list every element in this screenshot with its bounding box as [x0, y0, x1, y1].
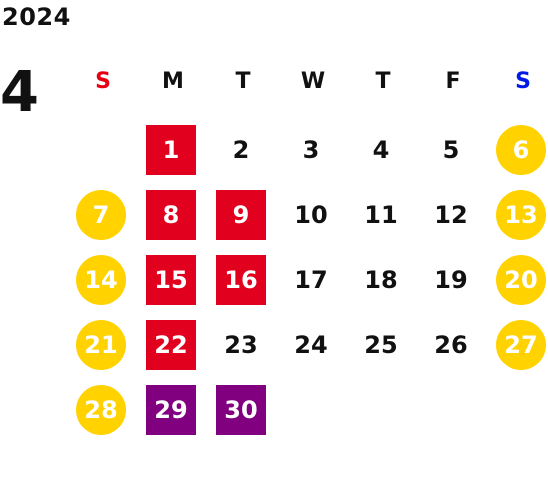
calendar-day-5[interactable]: 5	[442, 136, 460, 164]
weekday-header-friday: F	[445, 69, 461, 94]
calendar-day-25[interactable]: 25	[364, 331, 398, 359]
weekday-header-wednesday: W	[300, 69, 326, 94]
calendar-day-16[interactable]: 16	[216, 255, 266, 305]
calendar-day-4[interactable]: 4	[372, 136, 390, 164]
calendar-day-12[interactable]: 12	[434, 201, 468, 229]
calendar-day-17[interactable]: 17	[294, 266, 328, 294]
calendar-day-9[interactable]: 9	[216, 190, 266, 240]
weekday-header-thursday: T	[375, 69, 391, 94]
weekday-header-saturday: S	[515, 69, 531, 94]
calendar-day-21[interactable]: 21	[76, 320, 126, 370]
calendar-day-29[interactable]: 29	[146, 385, 196, 435]
calendar-day-1[interactable]: 1	[146, 125, 196, 175]
calendar-day-26[interactable]: 26	[434, 331, 468, 359]
weekday-header-monday: M	[162, 69, 184, 94]
calendar-day-11[interactable]: 11	[364, 201, 398, 229]
calendar-day-18[interactable]: 18	[364, 266, 398, 294]
calendar-day-8[interactable]: 8	[146, 190, 196, 240]
calendar-day-22[interactable]: 22	[146, 320, 196, 370]
calendar-day-3[interactable]: 3	[302, 136, 320, 164]
calendar-day-10[interactable]: 10	[294, 201, 328, 229]
calendar-day-20[interactable]: 20	[496, 255, 546, 305]
calendar-day-15[interactable]: 15	[146, 255, 196, 305]
calendar-day-19[interactable]: 19	[434, 266, 468, 294]
weekday-header-tuesday: T	[235, 69, 251, 94]
calendar-day-2[interactable]: 2	[232, 136, 250, 164]
weekday-header-sunday: S	[95, 69, 111, 94]
calendar-day-6[interactable]: 6	[496, 125, 546, 175]
calendar-day-13[interactable]: 13	[496, 190, 546, 240]
calendar-day-23[interactable]: 23	[224, 331, 258, 359]
calendar-day-7[interactable]: 7	[76, 190, 126, 240]
calendar-year: 2024	[2, 3, 71, 31]
calendar-day-28[interactable]: 28	[76, 385, 126, 435]
calendar-day-14[interactable]: 14	[76, 255, 126, 305]
calendar-day-30[interactable]: 30	[216, 385, 266, 435]
calendar-day-27[interactable]: 27	[496, 320, 546, 370]
calendar-day-24[interactable]: 24	[294, 331, 328, 359]
calendar-month: 4	[0, 60, 39, 125]
